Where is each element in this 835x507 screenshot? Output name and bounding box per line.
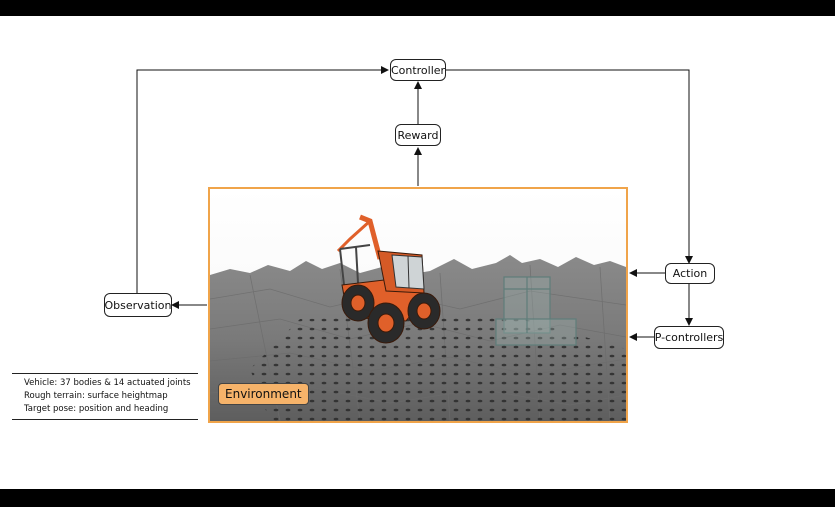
connector-arrows [136, 66, 693, 341]
arrow-observation-to-controller [136, 66, 389, 293]
diagram-canvas: Controller Reward Action P-controllers O… [0, 16, 835, 489]
controller-node: Controller [390, 59, 446, 81]
arrow-controller-to-action [446, 69, 693, 264]
target-pose-ghost-vehicle [495, 276, 577, 346]
environment-label: Environment [218, 383, 309, 405]
action-node: Action [665, 263, 715, 284]
forestry-vehicle [336, 214, 441, 344]
environment-frame: Environment [208, 187, 628, 423]
note-vehicle: Vehicle: 37 bodies & 14 actuated joints [24, 378, 191, 388]
pcontrollers-node: P-controllers [654, 326, 724, 349]
observation-node: Observation [104, 293, 172, 317]
note-rough-terrain: Rough terrain: surface heightmap [24, 391, 168, 401]
environment-notes: Vehicle: 37 bodies & 14 actuated joints … [12, 373, 198, 420]
environment-scene-image [210, 189, 626, 421]
note-target-pose: Target pose: position and heading [24, 404, 169, 414]
reward-node: Reward [395, 124, 441, 146]
